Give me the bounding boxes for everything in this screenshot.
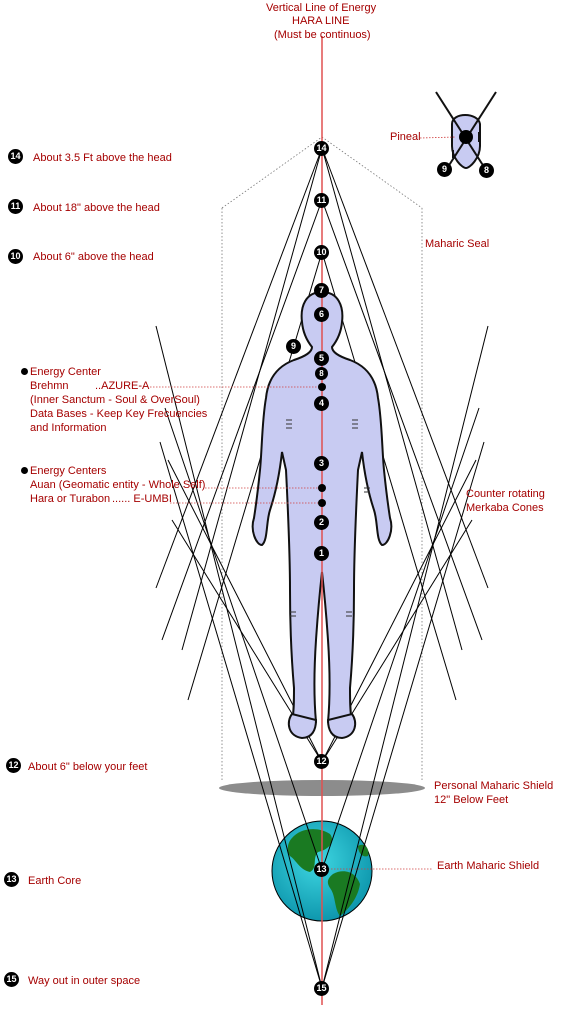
axis-point-11: 11	[314, 193, 329, 208]
level-label-15: Way out in outer space	[28, 975, 141, 987]
azure-a-label: ..AZURE-A	[95, 380, 150, 392]
counter-rotating-label: Counter rotating	[466, 488, 545, 500]
pineal-point-9: 9	[437, 162, 452, 177]
merkaba-cones-label: Merkaba Cones	[466, 502, 544, 514]
axis-point-12: 12	[314, 754, 329, 769]
body-point-5: 5	[314, 351, 329, 366]
minor-points	[318, 383, 326, 507]
leader-lines	[150, 136, 457, 870]
pineal-point-8: 8	[479, 163, 494, 178]
level-marker-14: 14	[8, 149, 23, 164]
side-point-9: 9	[286, 339, 301, 354]
twelve-below-label: 12" Below Feet	[434, 794, 509, 806]
body-point-3: 3	[314, 456, 329, 471]
inner-sanctum-label: (Inner Sanctum - Soul & OverSoul)	[30, 394, 200, 406]
brehmn-label: Brehmn	[30, 380, 69, 392]
body-point-6: 6	[314, 307, 329, 322]
level-label-12: About 6" below your feet	[28, 761, 148, 773]
level-label-13: Earth Core	[28, 875, 82, 887]
level-marker-12: 12	[6, 758, 21, 773]
pineal-gland	[435, 91, 497, 171]
level-marker-10: 10	[8, 249, 23, 264]
hara-title-line-2: HARA LINE	[292, 15, 350, 27]
data-bases-label: Data Bases - Keep Key Frecuencies	[30, 408, 208, 420]
level-label-11: About 18" above the head	[33, 202, 160, 214]
level-marker-15: 15	[4, 972, 19, 987]
body-point-1: 1	[314, 546, 329, 561]
hara-title-line-3: (Must be continuos)	[274, 29, 371, 41]
axis-point-15: 15	[314, 981, 329, 996]
maharic-seal-label: Maharic Seal	[425, 238, 490, 250]
information-label: and Information	[30, 422, 107, 434]
energy-center-title: Energy Center	[30, 366, 101, 378]
level-label-14: About 3.5 Ft above the head	[33, 152, 172, 164]
earth-shield-label: Earth Maharic Shield	[437, 860, 540, 872]
body-point-2: 2	[314, 515, 329, 530]
energy-centers-title: Energy Centers	[30, 465, 107, 477]
level-marker-11: 11	[8, 199, 23, 214]
energy-center-bullet	[21, 368, 28, 375]
axis-point-14: 14	[314, 141, 329, 156]
body-point-4: 4	[314, 396, 329, 411]
auan-label: Auan (Geomatic entity - Whole Self)	[30, 479, 206, 491]
pineal-label: Pineal	[390, 131, 421, 143]
axis-point-13: 13	[314, 862, 329, 877]
e-umbi-label: ...... E-UMBI	[112, 493, 172, 505]
hara-title-line-1: Vertical Line of Energy	[266, 2, 377, 14]
level-marker-13: 13	[4, 872, 19, 887]
axis-point-10: 10	[314, 245, 329, 260]
energy-centers-bullet	[21, 467, 28, 474]
level-label-10: About 6" above the head	[33, 251, 154, 263]
merkaba-cones	[155, 147, 489, 989]
body-point-7: 7	[314, 283, 329, 298]
personal-shield-label: Personal Maharic Shield	[434, 780, 554, 792]
body-point-8: 8	[315, 367, 328, 380]
hara-turabon-label: Hara or Turabon	[30, 493, 111, 505]
